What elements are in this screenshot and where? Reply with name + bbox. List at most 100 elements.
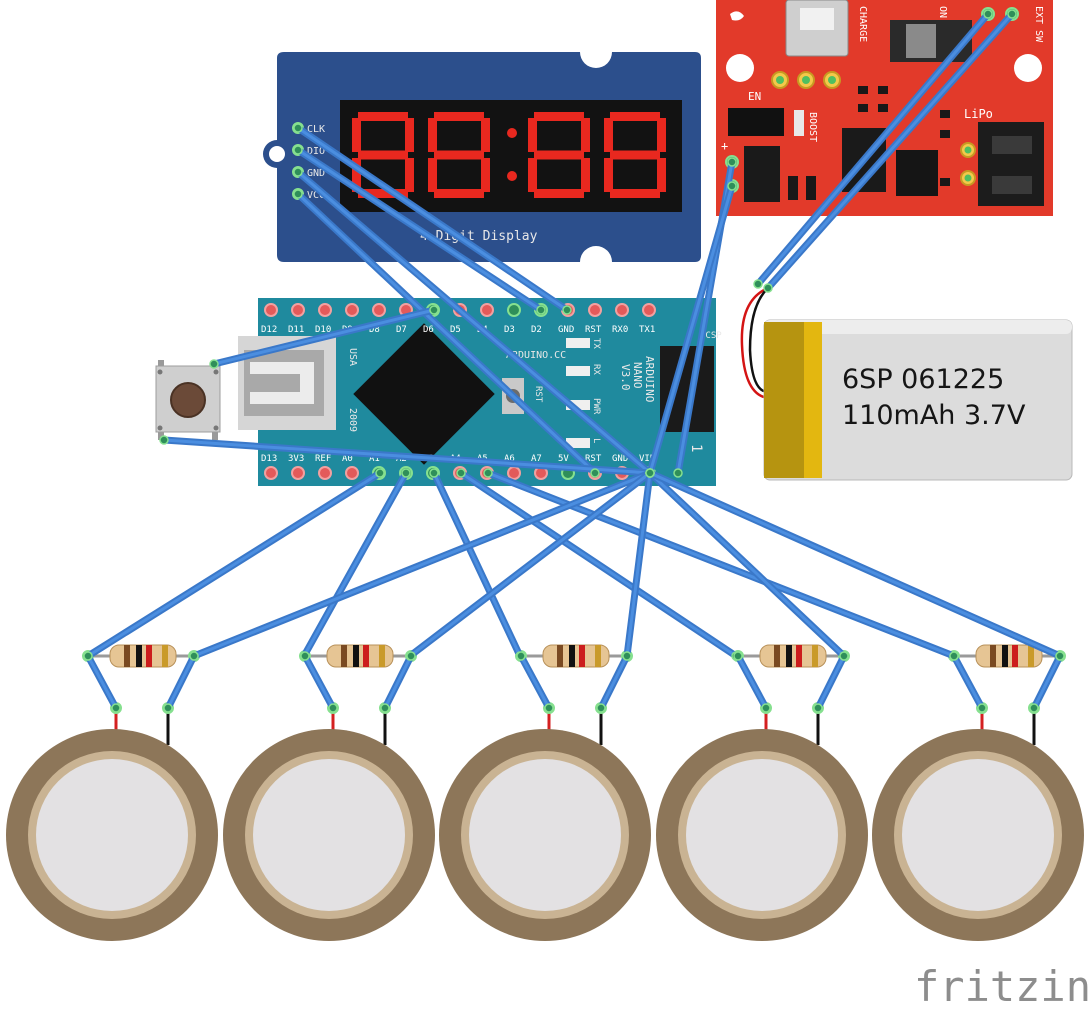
wire-core [648, 471, 846, 658]
wire-end [673, 468, 683, 478]
nano-top-pin[interactable] [615, 303, 629, 317]
resistor-band [569, 645, 575, 667]
wire-core [303, 654, 335, 710]
wire-end [763, 283, 773, 293]
piezo-ceramic [902, 759, 1054, 911]
resistor-band [579, 645, 585, 667]
led-rx [566, 366, 590, 376]
nano-top-pin-label: D7 [396, 325, 407, 335]
pin-label-vcc: VCC [307, 190, 325, 201]
wire-end [189, 651, 199, 661]
piezo-ceramic [36, 759, 188, 911]
button-corner [213, 425, 219, 431]
wire-end [544, 703, 554, 713]
wire-end [293, 145, 303, 155]
label-ext-sw: EXT SW [1033, 6, 1044, 43]
wire-end [949, 651, 959, 661]
chip [744, 146, 780, 202]
nano-bottom-pin[interactable] [318, 466, 332, 480]
button-corner [157, 369, 163, 375]
label-year: 2009 [347, 408, 358, 432]
nano-top-pin-label: RST [585, 325, 602, 335]
wire-end [813, 703, 823, 713]
wire-end [753, 279, 763, 289]
wire-end [300, 651, 310, 661]
piezo-disc [6, 702, 218, 941]
lipo-pad-dot [964, 174, 972, 182]
resistor-band [379, 645, 385, 667]
nano-top-pin[interactable] [507, 303, 521, 317]
label-lipo: LiPo [964, 107, 993, 121]
wire-end [1007, 9, 1017, 19]
label-arduino: ARDUINO [643, 356, 656, 402]
power-switch-slider[interactable] [906, 24, 936, 58]
resistor-band [124, 645, 130, 667]
wire-core [432, 471, 522, 658]
nano-top-pin[interactable] [642, 303, 656, 317]
pin-label-gnd: GND [307, 168, 325, 179]
wire-core [296, 126, 569, 312]
led-segment [610, 112, 660, 121]
nano-top-pin[interactable] [291, 303, 305, 317]
led-tx [566, 338, 590, 348]
nano-bottom-pin[interactable] [507, 466, 521, 480]
usb-port-opening [800, 8, 834, 30]
label-boost: BOOST [807, 112, 818, 142]
resistor-band [990, 645, 996, 667]
label-rst-button: RST [533, 386, 543, 403]
label-plus: + [721, 139, 728, 153]
wire-core [766, 12, 1014, 290]
wire-end [977, 703, 987, 713]
nano-top-pin[interactable] [318, 303, 332, 317]
nano-bottom-pin[interactable] [345, 466, 359, 480]
resistor [299, 644, 417, 668]
nano-top-pin-label: D5 [450, 325, 461, 335]
pin-label-dio: DIO [307, 146, 325, 157]
piezo-sensor-array [6, 644, 1084, 941]
nano-bottom-pin[interactable] [291, 466, 305, 480]
smd-component [940, 110, 950, 118]
nano-top-pin[interactable] [372, 303, 386, 317]
wire-end [429, 305, 439, 315]
wire-core [736, 654, 768, 710]
label-version: V3.0 [619, 364, 632, 391]
led-segment [610, 189, 660, 198]
wire-end [622, 651, 632, 661]
wire-end [536, 305, 546, 315]
resistor-band [1028, 645, 1034, 667]
button-leg [212, 432, 218, 440]
wire-core [212, 308, 436, 366]
nano-bottom-pin[interactable] [264, 466, 278, 480]
chip [896, 150, 938, 196]
nano-top-pin[interactable] [588, 303, 602, 317]
wire-core [1032, 654, 1062, 710]
mount-hole [269, 146, 285, 162]
nano-bottom-pin-label: A6 [504, 454, 515, 464]
mini-usb-shell [250, 362, 314, 404]
wire-core [86, 654, 118, 710]
label-usa: USA [347, 348, 358, 366]
led-segment [481, 118, 490, 152]
wires [83, 9, 1065, 713]
button-cap[interactable] [170, 382, 206, 418]
nano-top-pin[interactable] [345, 303, 359, 317]
wire-end [406, 651, 416, 661]
wire-end [596, 703, 606, 713]
wire-end [401, 468, 411, 478]
led-segment [581, 158, 590, 192]
nano-top-pin[interactable] [264, 303, 278, 317]
resistor-band [146, 645, 152, 667]
button-leg [158, 360, 164, 368]
wire-core [86, 471, 382, 658]
smd-component [806, 176, 816, 200]
nano-top-pin[interactable] [480, 303, 494, 317]
led-segment [434, 112, 484, 121]
led-segment [604, 118, 613, 152]
led-segment [434, 150, 484, 160]
wire-end [429, 468, 439, 478]
battery-red-lead [740, 286, 769, 400]
nano-top-pin-label: D10 [315, 325, 331, 335]
label-led-pwr: PWR [591, 398, 601, 415]
resistor-band [363, 645, 369, 667]
wire-end [159, 435, 169, 445]
